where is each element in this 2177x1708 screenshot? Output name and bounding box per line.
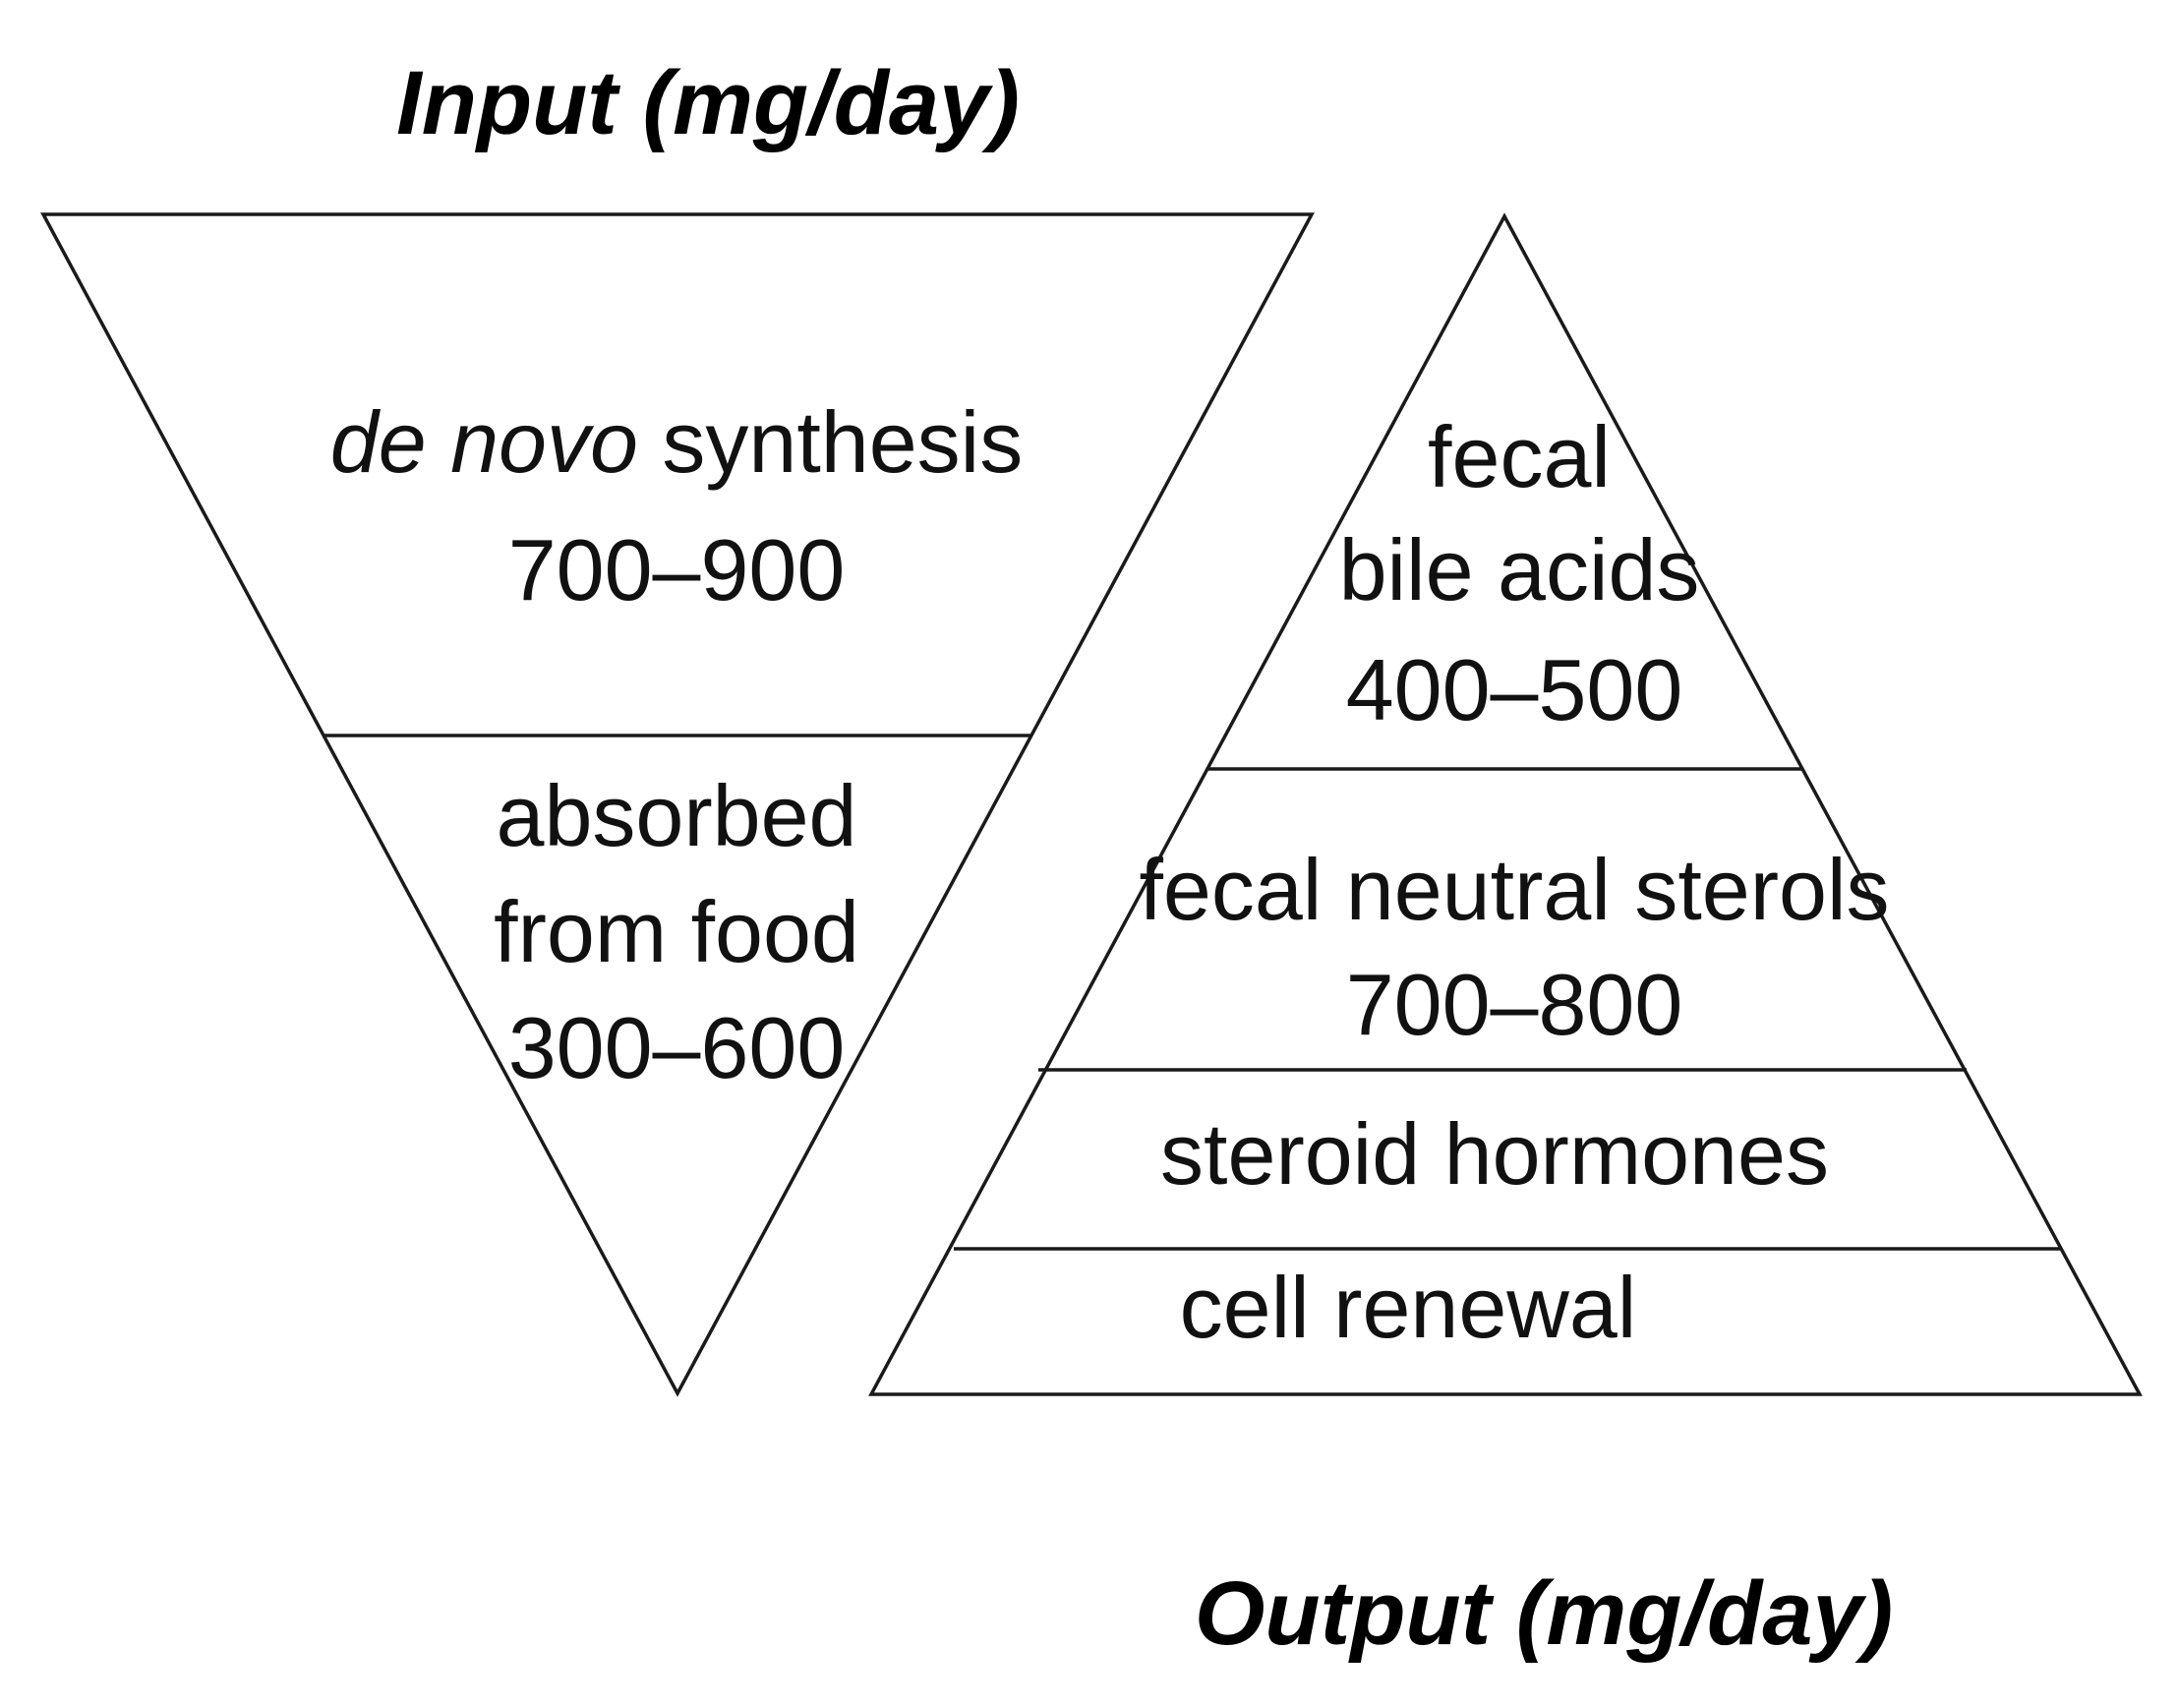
fecal-neutral-sterols-label: fecal neutral sterols [1139, 841, 1889, 938]
de-novo-synthesis-label: de novo synthesis [330, 393, 1023, 491]
input-inverted-triangle [40, 212, 1315, 1397]
absorbed-label-line-2: from food [494, 883, 859, 980]
fecal-bile-acids-line-2: bile acids [1339, 521, 1700, 618]
fecal-bile-acids-line-1: fecal [1428, 408, 1611, 505]
output-title: Output (mg/day) [1195, 1563, 1893, 1664]
absorbed-from-food-value: 300–600 [508, 999, 846, 1096]
output-pyramid [868, 212, 2143, 1396]
de-novo-italic: de novo [330, 393, 638, 491]
absorbed-label-line-1: absorbed [497, 767, 857, 864]
synthesis-text: synthesis [638, 393, 1023, 491]
fecal-bile-acids-value: 400–500 [1346, 641, 1683, 738]
de-novo-synthesis-value: 700–900 [508, 521, 846, 618]
cell-renewal-label: cell renewal [1180, 1259, 1637, 1356]
steroid-hormones-label: steroid hormones [1160, 1105, 1829, 1203]
fecal-neutral-sterols-value: 700–800 [1346, 956, 1683, 1053]
input-title: Input (mg/day) [396, 53, 1020, 153]
